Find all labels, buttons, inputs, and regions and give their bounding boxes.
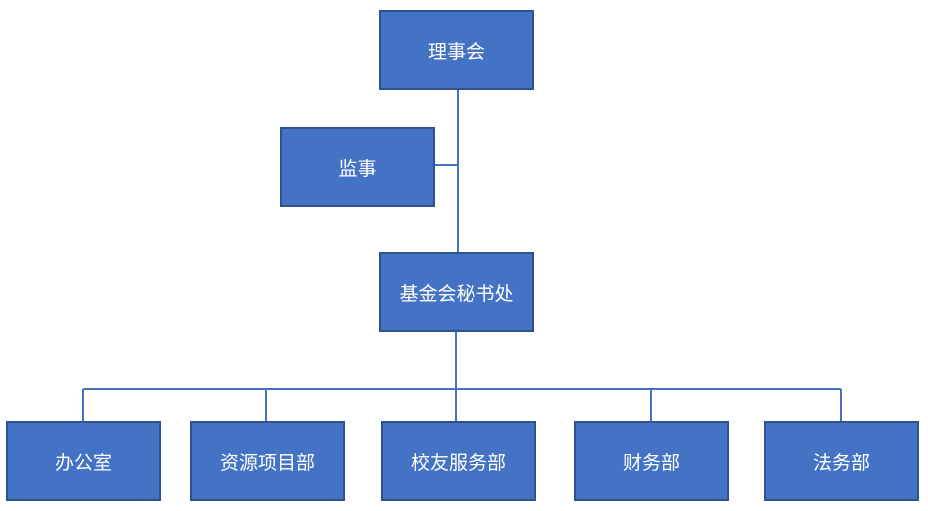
supervisor-label: 监事	[338, 157, 377, 180]
department-box-legal: 法务部	[764, 421, 919, 501]
department-box-resources-projects: 资源项目部	[190, 421, 345, 501]
department-label: 资源项目部	[219, 451, 315, 474]
board-label: 理事会	[427, 40, 485, 63]
secretariat-label: 基金会秘书处	[399, 282, 514, 305]
department-box-office: 办公室	[6, 421, 161, 501]
supervisor-box: 监事	[280, 127, 435, 207]
department-label: 校友服务部	[410, 451, 506, 474]
department-label: 财务部	[622, 451, 680, 474]
department-box-alumni-services: 校友服务部	[381, 421, 536, 501]
board-box: 理事会	[379, 10, 534, 90]
secretariat-box: 基金会秘书处	[379, 252, 534, 332]
department-label: 法务部	[812, 451, 870, 474]
department-label: 办公室	[54, 451, 112, 474]
department-box-finance: 财务部	[574, 421, 729, 501]
